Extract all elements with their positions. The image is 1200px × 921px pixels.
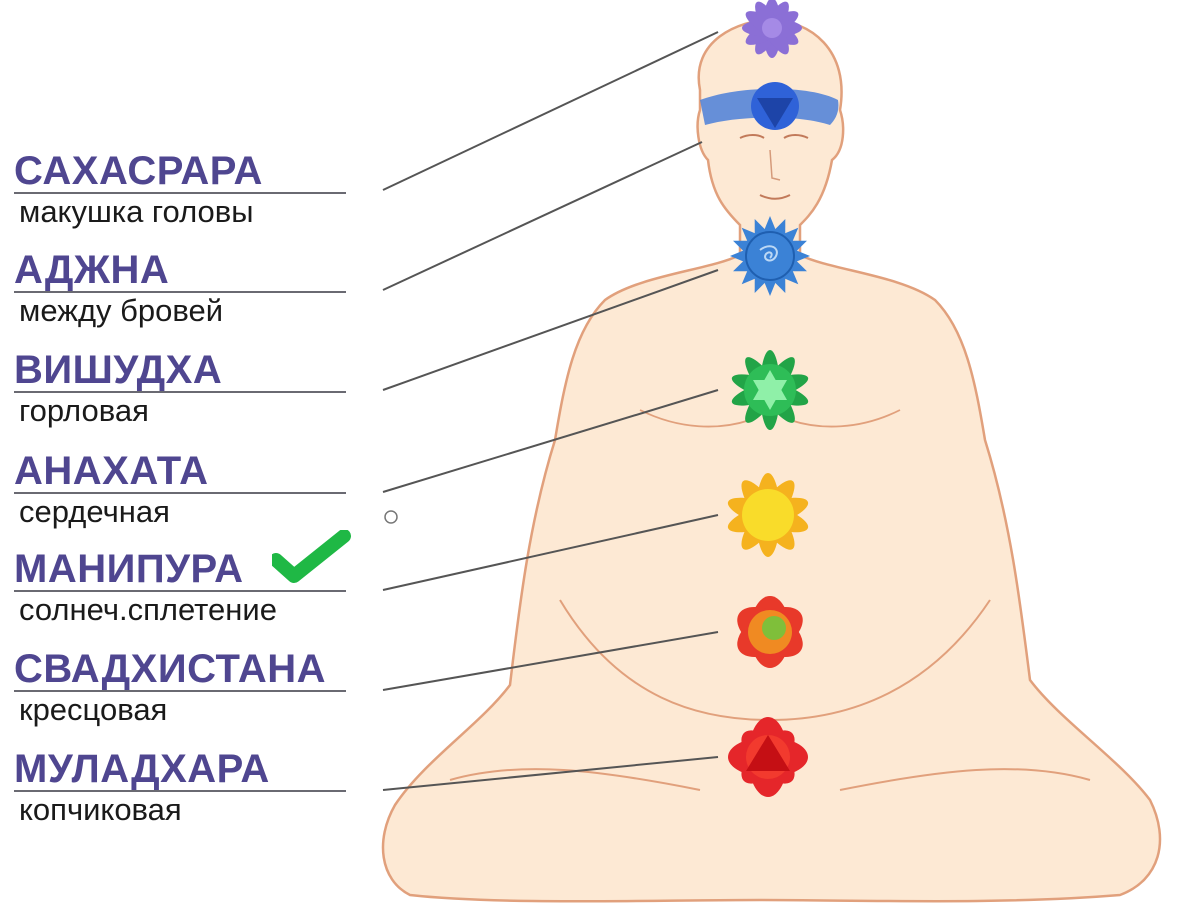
connector-line-muladhara xyxy=(382,756,719,791)
divider xyxy=(14,192,346,194)
chakra-label-svadhisthana: СВАДХИСТАНА кресцовая xyxy=(14,649,348,728)
chakra-description: горловая xyxy=(19,393,149,428)
connector-line-ajna xyxy=(382,141,703,291)
connector-line-anahata xyxy=(382,389,719,493)
lotus-lightblue-icon xyxy=(730,216,810,296)
chakra-label-manipura: МАНИПУРА солнеч.сплетение xyxy=(14,549,348,628)
connector-line-sahasrara xyxy=(382,31,719,191)
chakra-label-ajna: АДЖНА между бровей xyxy=(14,250,348,329)
connector-line-vishuddha xyxy=(382,269,719,391)
divider xyxy=(14,590,346,592)
chakra-description: копчиковая xyxy=(19,792,182,827)
chakra-label-anahata: АНАХАТА сердечная xyxy=(14,451,348,530)
chakra-name: АДЖНА xyxy=(14,248,170,292)
divider xyxy=(14,291,346,293)
divider xyxy=(14,391,346,393)
chakra-label-muladhara: МУЛАДХАРА копчиковая xyxy=(14,749,348,828)
chakra-name: САХАСРАРА xyxy=(14,149,263,193)
connector-lines xyxy=(382,31,719,791)
divider xyxy=(14,492,346,494)
chakra-name: СВАДХИСТАНА xyxy=(14,647,327,691)
chakra-description: солнеч.сплетение xyxy=(19,592,277,627)
connector-line-svadhisthana xyxy=(382,631,719,691)
lotus-orange-red-icon xyxy=(737,596,803,668)
connector-line-manipura xyxy=(382,514,719,591)
lotus-yellow-icon xyxy=(727,473,809,557)
checkmark-icon xyxy=(272,530,351,583)
small-circle-marker xyxy=(384,510,398,524)
inverted-triangle-blue-icon xyxy=(751,82,799,130)
chakra-symbols xyxy=(727,0,810,797)
chakra-description: макушка головы xyxy=(19,194,254,229)
divider xyxy=(14,690,346,692)
chakra-name: ВИШУДХА xyxy=(14,348,223,392)
lotus-violet-icon xyxy=(742,0,802,58)
hexagram-green-icon xyxy=(731,350,809,430)
chakra-description: между бровей xyxy=(19,293,224,328)
chakra-name: МУЛАДХАРА xyxy=(14,747,270,791)
chakra-name: АНАХАТА xyxy=(14,449,209,493)
chakra-label-vishuddha: ВИШУДХА горловая xyxy=(14,350,348,429)
chakra-label-sahasrara: САХАСРАРА макушка головы xyxy=(14,151,348,230)
chakra-name: МАНИПУРА xyxy=(14,547,244,591)
divider xyxy=(14,790,346,792)
triangle-red-icon xyxy=(728,717,808,797)
chakra-description: кресцовая xyxy=(19,692,168,727)
chakra-description: сердечная xyxy=(19,494,170,529)
